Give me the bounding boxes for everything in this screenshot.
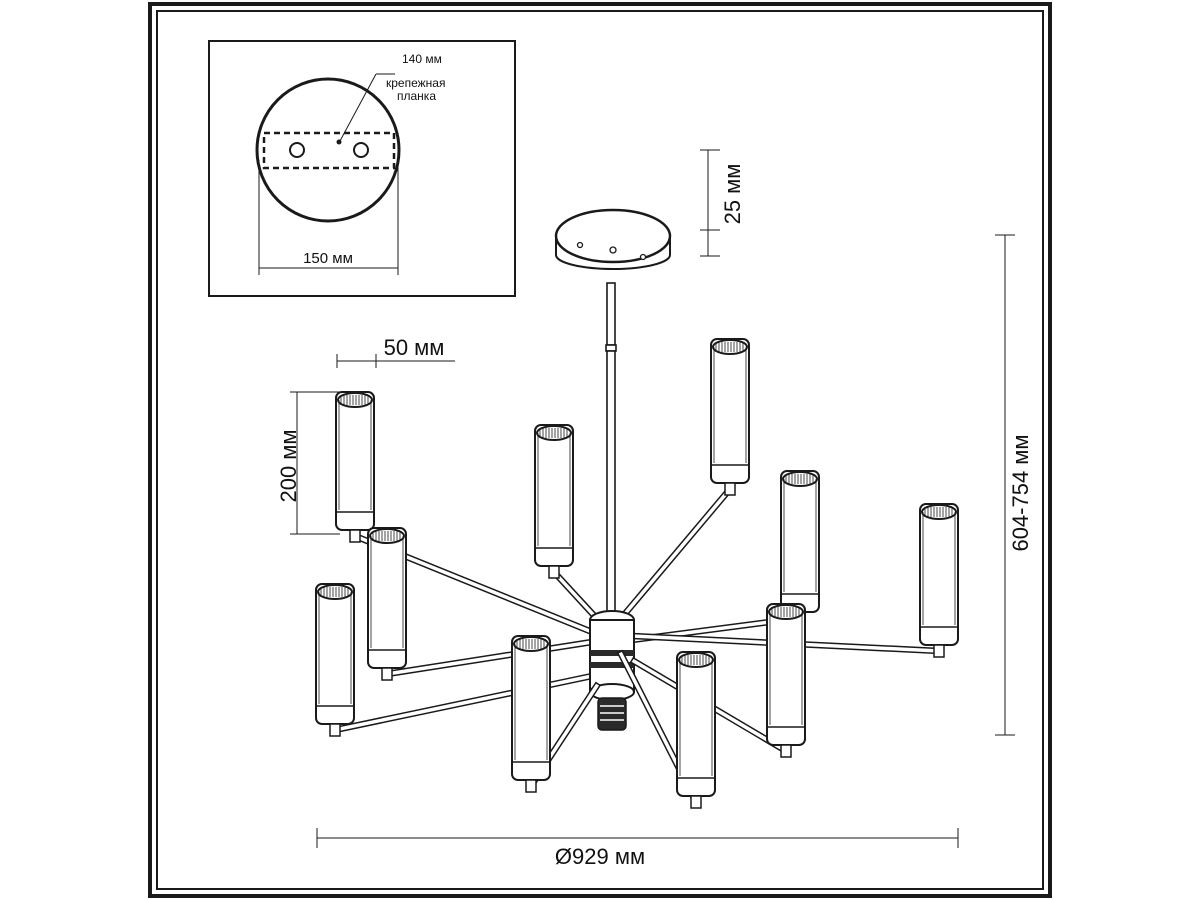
cylinder-shade <box>780 470 820 613</box>
ceiling-canopy <box>554 208 672 270</box>
light-arm-1 <box>335 391 594 636</box>
socket-stub <box>933 644 945 658</box>
dimension-diameter: Ø929 мм <box>316 828 959 869</box>
light-arm-5 <box>615 338 750 625</box>
light-arm-3 <box>315 583 594 737</box>
cylinder-shade <box>335 391 375 531</box>
total-height-label: 604-754 мм <box>1008 434 1033 551</box>
dimension-shade-height: 200 мм <box>276 391 340 535</box>
socket-stub <box>381 667 393 681</box>
bracket-label-line1: крепежная <box>386 76 445 90</box>
dimension-shade-width: 50 мм <box>336 335 455 368</box>
hub-bottom-finial <box>597 697 627 731</box>
canopy-height-label: 25 мм <box>720 164 745 225</box>
cylinder-shade <box>511 635 551 781</box>
outer-frame <box>148 2 1052 898</box>
canopy-diameter-label: 150 мм <box>303 250 353 267</box>
bracket-hole-left <box>289 142 305 158</box>
bracket-label-line2: планка <box>397 89 436 103</box>
socket-stub <box>329 723 341 737</box>
suspension-rod <box>605 282 617 620</box>
cylinder-shade <box>315 583 355 725</box>
cylinder-shade <box>710 338 750 484</box>
shade-width-label: 50 мм <box>384 335 445 360</box>
central-hub <box>589 610 635 731</box>
canopy-plate-outline <box>255 77 401 223</box>
mounting-distance-label: 140 мм <box>402 52 442 66</box>
mounting-bracket <box>262 131 396 170</box>
socket-stub <box>525 779 537 793</box>
light-arm-4 <box>534 424 603 625</box>
socket-stub <box>724 482 736 496</box>
dimension-canopy-height: 25 мм <box>700 149 745 257</box>
cylinder-shade <box>919 503 959 646</box>
cylinder-shade <box>766 603 806 746</box>
inner-frame <box>156 10 1044 890</box>
socket-stub <box>780 744 792 758</box>
canopy-detail-inset: 140 мм крепежная планка 150 мм <box>208 40 516 297</box>
light-arm-10 <box>616 649 716 809</box>
dimension-total-height: 604-754 мм <box>995 234 1033 736</box>
arm-tube <box>615 486 733 625</box>
front-arms-layer <box>511 603 806 809</box>
diameter-label: Ø929 мм <box>555 844 645 869</box>
cylinder-shade <box>534 424 574 567</box>
bracket-hole-right <box>353 142 369 158</box>
arm-tube <box>385 638 594 678</box>
shade-height-label: 200 мм <box>276 429 301 502</box>
cylinder-shade <box>367 527 407 669</box>
arms-layer <box>315 338 959 737</box>
socket-stub <box>349 529 361 543</box>
light-arm-9 <box>511 635 602 793</box>
cylinder-shade <box>676 651 716 797</box>
socket-stub <box>548 565 560 579</box>
socket-stub <box>690 795 702 809</box>
arm-tube <box>333 672 594 734</box>
